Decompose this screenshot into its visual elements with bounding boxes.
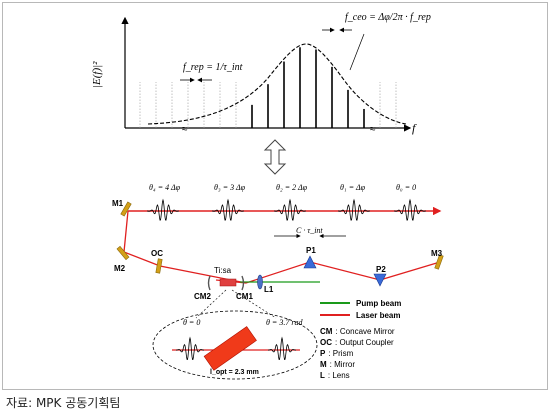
l1-label: L1 — [264, 285, 274, 294]
wave-packet — [176, 336, 204, 360]
tisa-label: Ti:sa — [214, 266, 232, 275]
phase-label: θ₂ = 2 Δφ — [276, 183, 308, 192]
prism-p1 — [303, 255, 317, 269]
tisa-crystal — [219, 278, 237, 287]
correspondence-arrow — [263, 139, 287, 175]
spectrum-plot: |E(f)|² f f_rep = 1/τ_int f_ceo = Δφ/2π … — [91, 12, 431, 135]
inset-ellipse — [152, 310, 318, 380]
wave-packet — [268, 336, 296, 360]
inset-theta-in: θ = 0 — [183, 318, 200, 327]
wave-packet — [212, 198, 244, 221]
wave-packet — [147, 198, 179, 221]
phase-label: θ₄ = 4 Δφ — [149, 183, 181, 192]
abbreviation-key: CM: Concave Mirror OC: Output Coupler P:… — [320, 327, 395, 380]
key-4: L: Lens — [320, 371, 350, 380]
inset-crystal — [203, 326, 257, 371]
concave-mirror-cm1 — [241, 275, 245, 291]
figure-frame — [2, 2, 548, 390]
mirror-m2 — [116, 245, 130, 261]
inset-length: l_opt = 2.3 mm — [210, 369, 259, 376]
key-2: P: Prism — [320, 349, 354, 358]
comb-lines — [139, 47, 397, 128]
p1-label: P1 — [306, 246, 316, 255]
fceo-label: f_ceo = Δφ/2π · f_rep — [345, 12, 431, 23]
axis-break-right: ≈ — [370, 124, 376, 135]
laser-beam-path — [123, 210, 441, 284]
phase-label: θ₁ = Δφ — [340, 183, 366, 192]
concave-mirror-cm2 — [207, 275, 211, 291]
spectrum-ylabel: |E(f)|² — [91, 61, 103, 88]
spacing-label: C · τ_int — [296, 226, 323, 235]
pump-legend-label: Pump beam — [356, 299, 401, 308]
beam-legend: Pump beam Laser beam — [320, 299, 401, 320]
cm2-label: CM2 — [194, 292, 211, 301]
phase-label: θ₀ = 0 — [396, 183, 416, 192]
m1-label: M1 — [112, 199, 124, 208]
cm1-label: CM1 — [236, 292, 253, 301]
source-caption: 자료: MPK 공동기획팀 — [6, 396, 121, 410]
spectrum-xlabel: f — [412, 121, 417, 135]
mirror-m1 — [120, 201, 132, 217]
prism-p2 — [373, 273, 387, 287]
wave-packet — [338, 198, 370, 221]
m3-label: M3 — [431, 249, 443, 258]
key-3: M: Mirror — [320, 360, 355, 369]
phase-label: θ₃ = 3 Δφ — [214, 183, 246, 192]
lens-l1 — [257, 274, 263, 290]
p2-label: P2 — [376, 265, 386, 274]
diagram: |E(f)|² f f_rep = 1/τ_int f_ceo = Δφ/2π … — [91, 12, 444, 380]
wave-packet — [274, 198, 306, 221]
m2-label: M2 — [114, 264, 126, 273]
frep-label: f_rep = 1/τ_int — [183, 62, 243, 73]
laser-legend-label: Laser beam — [356, 311, 400, 320]
key-1: OC: Output Coupler — [320, 338, 394, 347]
wave-packet — [394, 198, 426, 221]
oc-label: OC — [151, 249, 163, 258]
inset-theta-out: θ = 3.7 rad — [266, 318, 303, 327]
laser-cavity: M1 M2 M3 OC Ti:sa CM2 CM1 L1 P1 P2 — [112, 199, 444, 301]
pulse-train: θ₄ = 4 Δφ θ₃ = 3 Δφ θ₂ = 2 Δφ θ₁ = Δφ θ₀ = 0… — [128, 183, 442, 239]
axis-break-left: ≈ — [182, 124, 188, 135]
mirror-m3 — [434, 254, 444, 270]
key-0: CM: Concave Mirror — [320, 327, 395, 336]
output-coupler — [155, 258, 163, 274]
crystal-inset: θ = 0 θ = 3.7 rad l_opt = 2.3 mm — [152, 289, 318, 380]
gaussian-envelope — [147, 43, 407, 125]
